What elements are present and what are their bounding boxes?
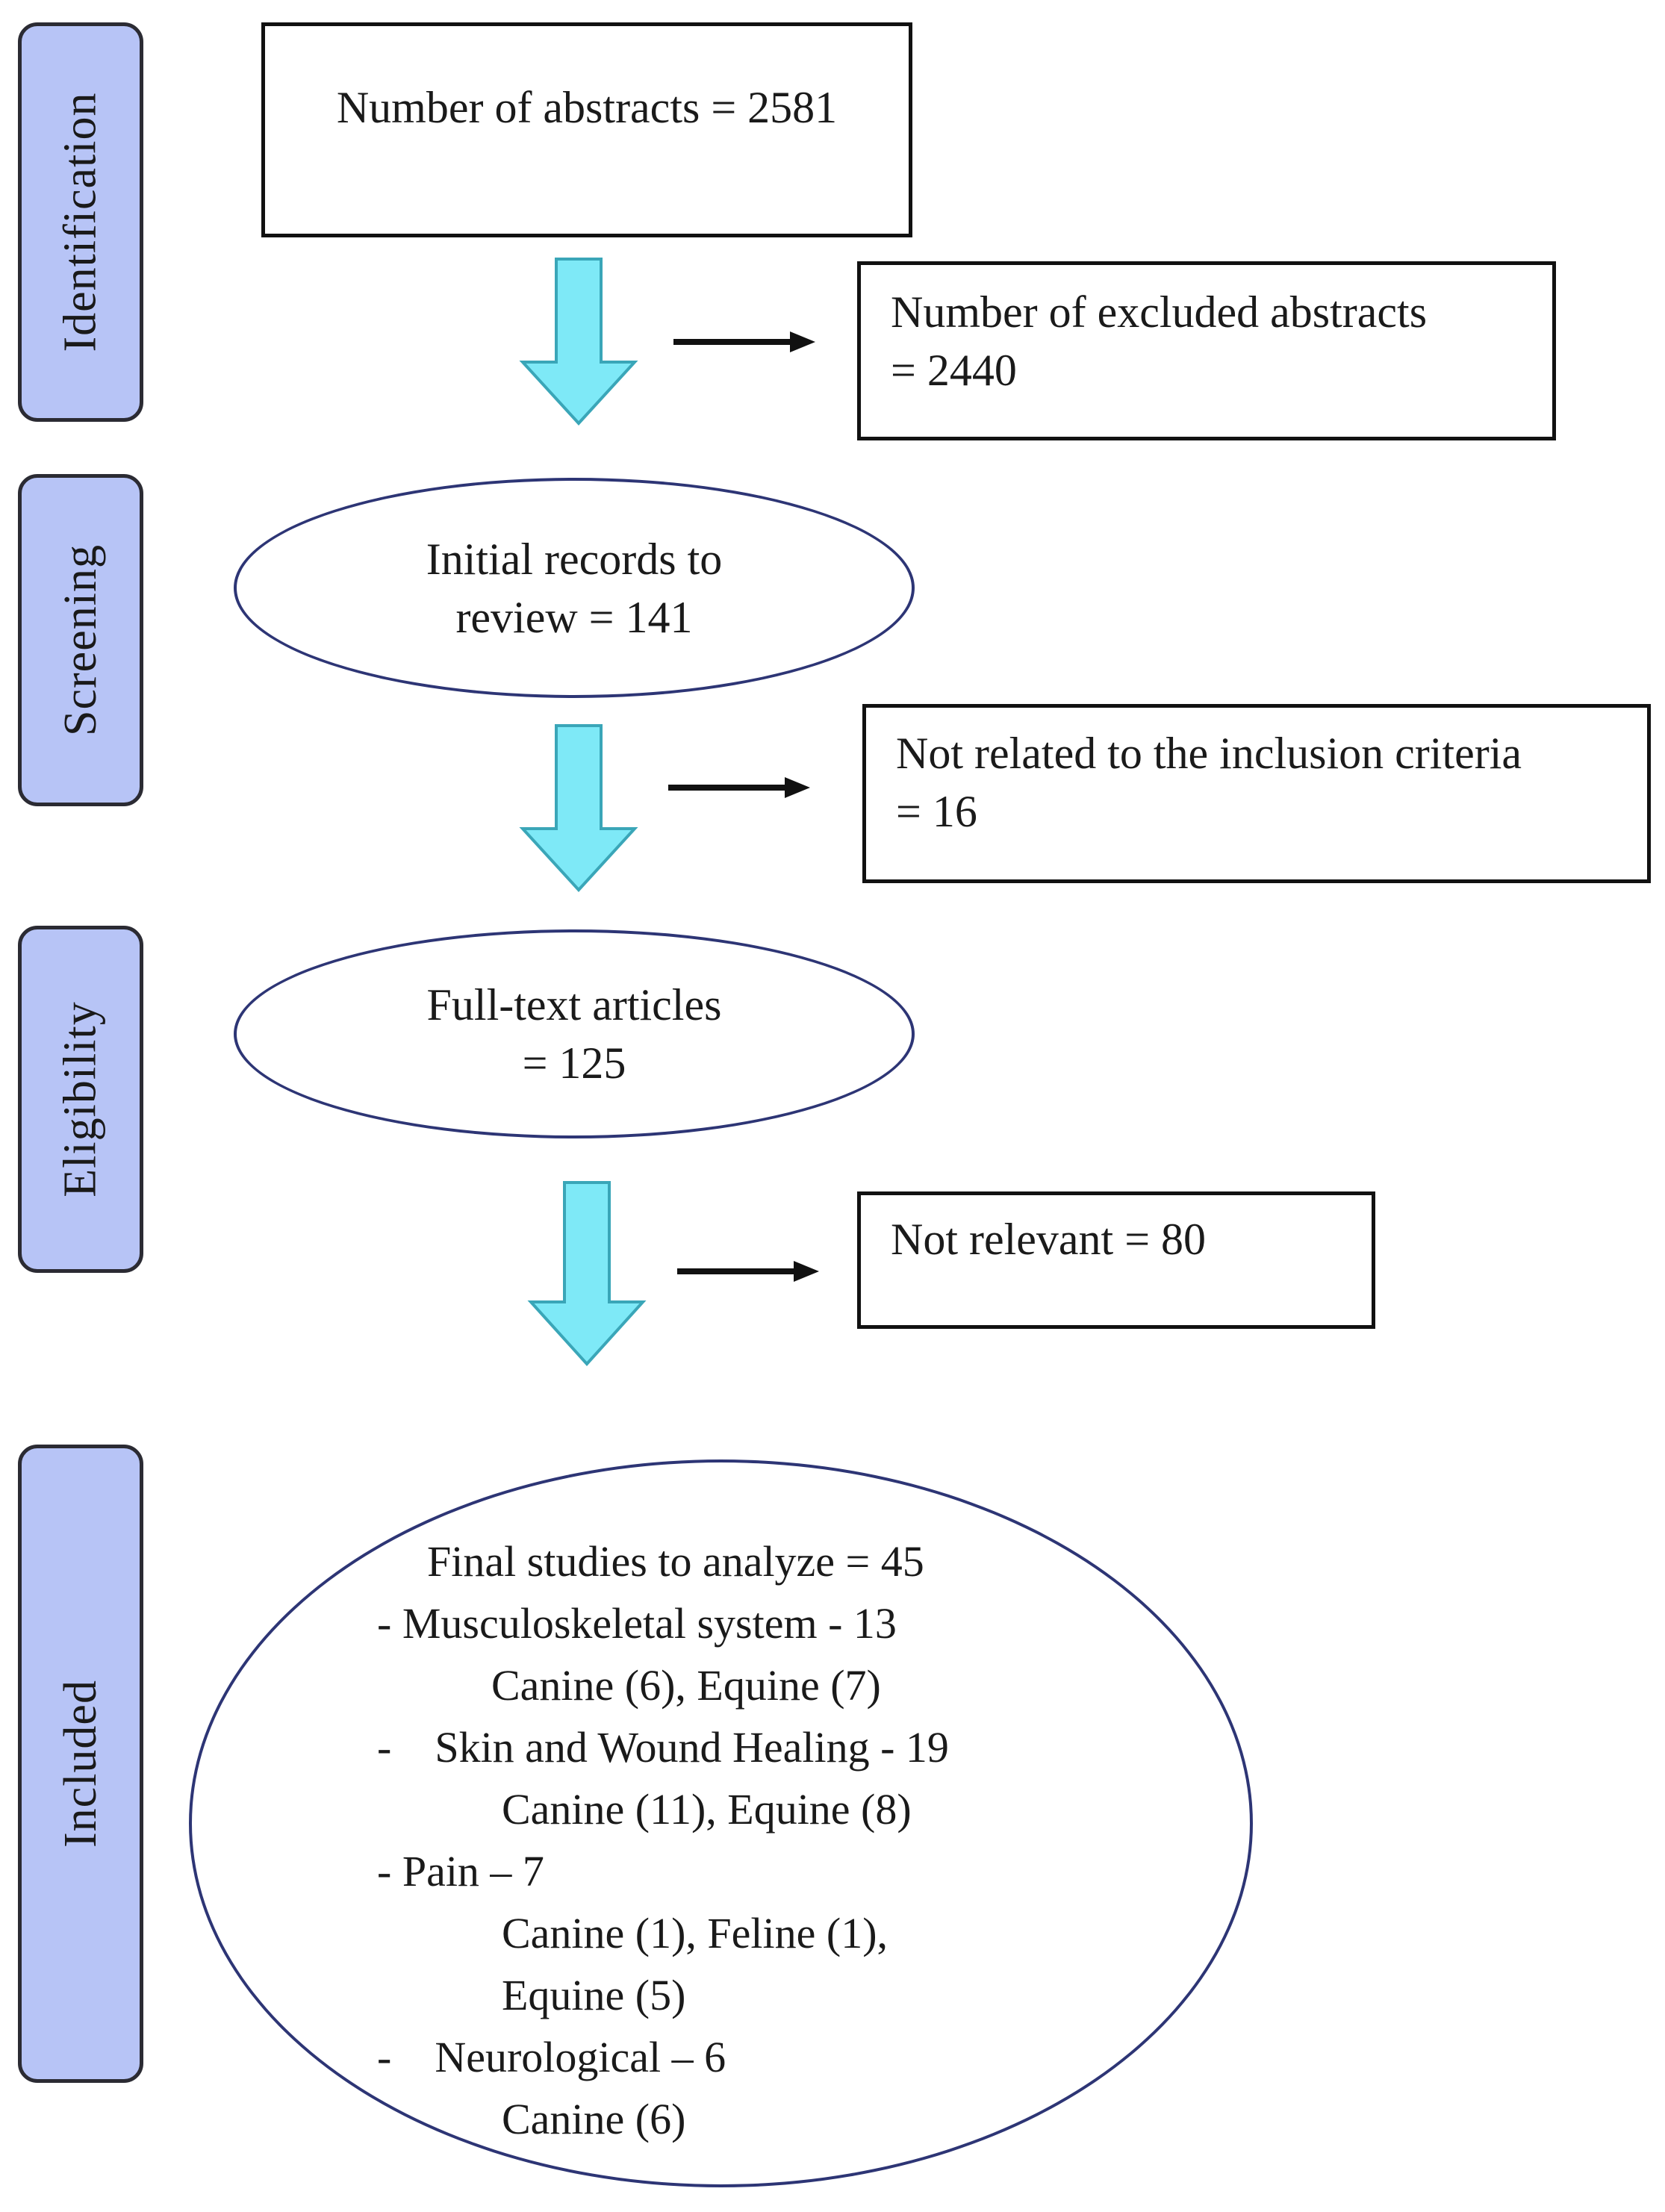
not-relevant-text: Not relevant = 80 bbox=[891, 1215, 1207, 1264]
final-line-4: Canine (11), Equine (8) bbox=[502, 1785, 912, 1834]
final-line-6: Canine (1), Feline (1), bbox=[502, 1909, 888, 1957]
final-line-5: - Pain – 7 bbox=[377, 1847, 544, 1895]
stage-screening: Screening bbox=[18, 474, 143, 806]
not-related-line1: Not related to the inclusion criteria bbox=[896, 729, 1522, 778]
stage-identification-label: Identification bbox=[55, 92, 106, 352]
final-line-8: - Neurological – 6 bbox=[377, 2033, 726, 2081]
side-arrow-3 bbox=[677, 1261, 819, 1282]
side-arrow-2 bbox=[668, 777, 810, 798]
stage-identification: Identification bbox=[18, 22, 143, 422]
initial-records-ellipse: Initial records to review = 141 bbox=[234, 478, 915, 698]
excluded-abstracts-box: Number of excluded abstracts = 2440 bbox=[857, 261, 1556, 440]
initial-line2: review = 141 bbox=[455, 592, 693, 642]
initial-line1: Initial records to bbox=[426, 534, 723, 584]
fulltext-ellipse: Full-text articles = 125 bbox=[234, 929, 915, 1138]
down-arrow-2 bbox=[519, 724, 638, 892]
side-arrow-1 bbox=[673, 331, 815, 352]
final-studies-text: Final studies to analyze = 45 - Musculos… bbox=[0, 1530, 1665, 2212]
final-line-1: - Musculoskeletal system - 13 bbox=[377, 1599, 897, 1648]
stage-eligibility-label: Eligibility bbox=[55, 1001, 106, 1197]
stage-screening-label: Screening bbox=[55, 544, 106, 736]
final-line-7: Equine (5) bbox=[502, 1971, 686, 2019]
not-related-box: Not related to the inclusion criteria = … bbox=[862, 704, 1651, 883]
final-line-9: Canine (6) bbox=[502, 2095, 686, 2143]
abstracts-text: Number of abstracts = 2581 bbox=[336, 83, 838, 132]
fulltext-line2: = 125 bbox=[522, 1038, 626, 1088]
not-related-line2: = 16 bbox=[896, 787, 977, 836]
not-relevant-box: Not relevant = 80 bbox=[857, 1191, 1375, 1329]
final-ellipse bbox=[189, 1459, 1253, 2187]
excluded-line1: Number of excluded abstracts bbox=[891, 287, 1428, 337]
stage-included: Included bbox=[18, 1445, 143, 2083]
down-arrow-3 bbox=[527, 1181, 647, 1366]
final-line-2: Canine (6), Equine (7) bbox=[491, 1661, 881, 1710]
down-arrow-1 bbox=[519, 258, 638, 426]
final-title: Final studies to analyze = 45 bbox=[427, 1537, 924, 1586]
fulltext-line1: Full-text articles bbox=[426, 980, 722, 1029]
final-line-3: - Skin and Wound Healing - 19 bbox=[377, 1723, 949, 1772]
excluded-line2: = 2440 bbox=[891, 346, 1017, 395]
abstracts-box: Number of abstracts = 2581 bbox=[261, 22, 912, 237]
stage-eligibility: Eligibility bbox=[18, 926, 143, 1273]
